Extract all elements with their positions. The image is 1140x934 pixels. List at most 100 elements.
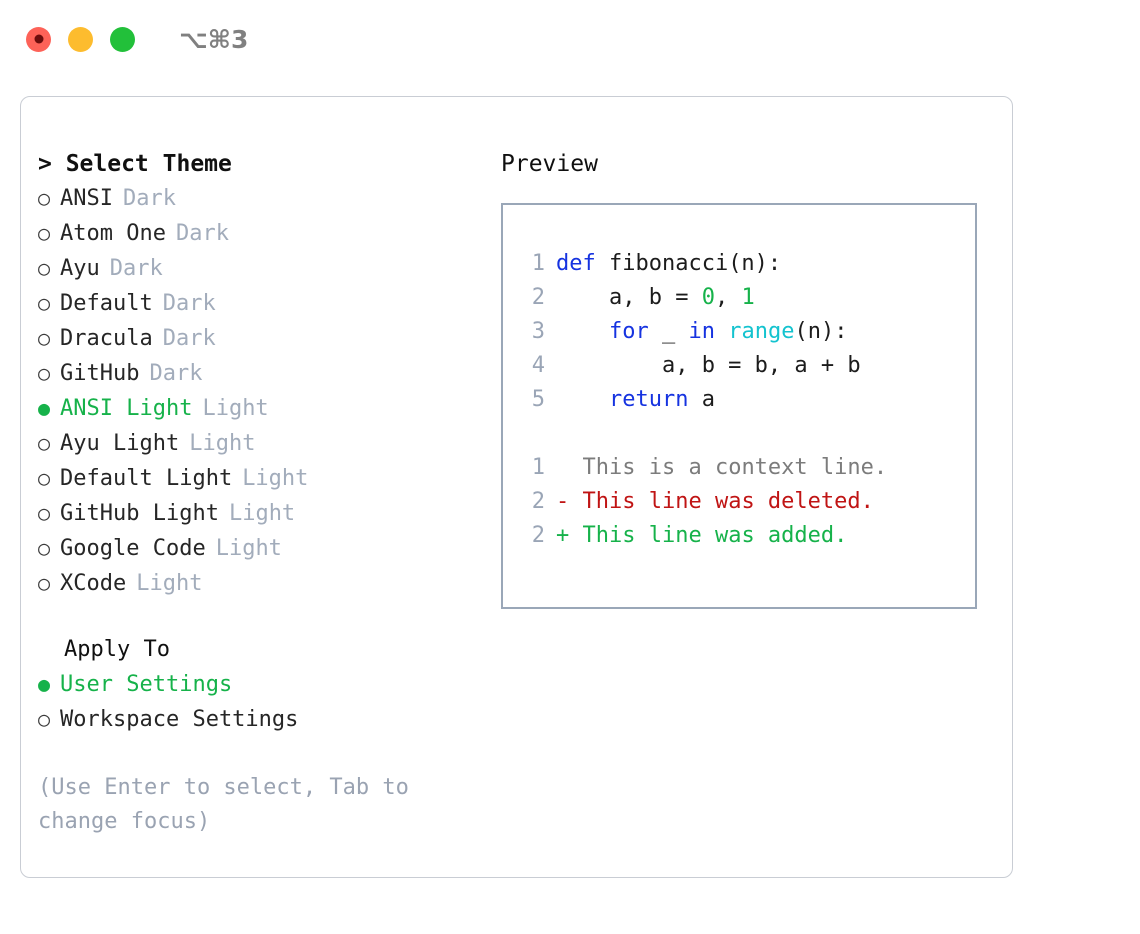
theme-selection-column: > Select Theme ○ ANSI Dark ○ Atom One Da… <box>38 147 478 839</box>
code-line: 5 return a <box>515 383 971 417</box>
code-token-keyword: def <box>556 251 609 276</box>
theme-option-atom-one-dark[interactable]: ○ Atom One Dark <box>38 216 478 251</box>
code-token-plain: (n): <box>794 319 848 344</box>
code-token-plain: a, b = b, a + b <box>556 353 861 378</box>
window-controls <box>26 26 135 52</box>
theme-option-suffix: Light <box>242 466 309 491</box>
code-line-content: for _ in range(n): <box>556 315 847 349</box>
radio-icon[interactable]: ○ <box>38 186 51 210</box>
radio-icon-selected[interactable]: ● <box>38 672 51 696</box>
code-sample: 1 def fibonacci(n): 2 a, b = 0, 1 3 for … <box>515 247 971 553</box>
diff-line-context: 1 This is a context line. <box>515 451 971 485</box>
line-number: 1 <box>531 251 545 276</box>
code-line: 2 a, b = 0, 1 <box>515 281 971 315</box>
maximize-window-button[interactable] <box>110 26 135 52</box>
code-line: 4 a, b = b, a + b <box>515 349 971 383</box>
diff-line-text: This line was deleted. <box>582 489 874 514</box>
theme-option-suffix: Light <box>136 571 203 596</box>
code-token-plain <box>556 319 609 344</box>
theme-option-ansi-light[interactable]: ● ANSI Light Light <box>38 391 478 426</box>
theme-option-suffix: Light <box>228 501 296 526</box>
theme-option-label: Default Light <box>60 466 233 491</box>
title-bar: ⌥⌘3 <box>0 0 1140 78</box>
theme-option-suffix: Dark <box>175 221 229 246</box>
code-token-number: 1 <box>741 285 755 310</box>
apply-to-option-label: User Settings <box>60 672 233 697</box>
theme-option-label: GitHub <box>60 361 140 386</box>
theme-option-dracula-dark[interactable]: ○ Dracula Dark <box>38 321 478 356</box>
code-line: 3 for _ in range(n): <box>515 315 971 349</box>
theme-option-google-code[interactable]: ○ Google Code Light <box>38 531 478 566</box>
close-window-button[interactable] <box>26 26 51 52</box>
hint-spacer <box>38 737 478 771</box>
code-token-function: range <box>728 319 795 344</box>
line-number: 2 <box>531 285 545 310</box>
line-number: 5 <box>531 387 545 412</box>
radio-icon[interactable]: ○ <box>38 221 51 245</box>
theme-option-ansi-dark[interactable]: ○ ANSI Dark <box>38 181 478 216</box>
theme-option-suffix: Light <box>215 536 282 561</box>
theme-option-label: ANSI Light <box>60 396 193 421</box>
theme-option-label: XCode <box>60 571 127 596</box>
theme-option-label: Google Code <box>60 536 206 561</box>
radio-icon[interactable]: ○ <box>38 536 51 560</box>
radio-icon-selected[interactable]: ● <box>38 396 51 420</box>
keyboard-shortcut-label: ⌥⌘3 <box>179 24 249 54</box>
theme-option-label: Ayu <box>60 256 100 281</box>
theme-option-label: Atom One <box>60 221 166 246</box>
code-token-plain: a, b = <box>556 285 702 310</box>
theme-option-suffix: Dark <box>122 186 176 211</box>
theme-option-suffix: Light <box>202 396 269 421</box>
apply-to-header: Apply To <box>64 637 170 662</box>
theme-option-label: Default <box>60 291 153 316</box>
theme-option-github-light[interactable]: ○ GitHub Light Light <box>38 496 478 531</box>
theme-option-suffix: Light <box>189 431 256 456</box>
theme-option-suffix: Dark <box>109 256 163 281</box>
radio-icon[interactable]: ○ <box>38 256 51 280</box>
theme-option-ayu-light[interactable]: ○ Ayu Light Light <box>38 426 478 461</box>
theme-option-label: Dracula <box>60 326 153 351</box>
code-token-keyword: return <box>608 387 689 412</box>
diff-spacer <box>515 417 971 451</box>
theme-option-github-dark[interactable]: ○ GitHub Dark <box>38 356 478 391</box>
apply-to-option-label: Workspace Settings <box>60 707 299 732</box>
radio-icon[interactable]: ○ <box>38 707 51 731</box>
code-token-keyword: in <box>688 319 715 344</box>
code-token-number: 0 <box>701 285 715 310</box>
radio-icon[interactable]: ○ <box>38 501 51 525</box>
apply-to-option-user-settings[interactable]: ● User Settings <box>38 667 478 702</box>
radio-icon[interactable]: ○ <box>38 361 51 385</box>
theme-option-xcode[interactable]: ○ XCode Light <box>38 566 478 601</box>
theme-option-label: ANSI <box>60 186 113 211</box>
diff-marker: + <box>556 523 583 548</box>
theme-option-default-dark[interactable]: ○ Default Dark <box>38 286 478 321</box>
line-number: 4 <box>531 353 545 378</box>
section-spacer <box>38 601 478 633</box>
radio-icon[interactable]: ○ <box>38 431 51 455</box>
code-token-plain: fibonacci(n): <box>608 251 782 276</box>
theme-option-suffix: Dark <box>149 361 203 386</box>
radio-icon[interactable]: ○ <box>38 466 51 490</box>
diff-line-added: 2 + This line was added. <box>515 519 971 553</box>
line-number: 3 <box>531 319 545 344</box>
code-token-plain: a <box>688 387 715 412</box>
code-token-plain: _ <box>648 319 689 344</box>
code-token-keyword: for <box>608 319 649 344</box>
radio-icon[interactable]: ○ <box>38 326 51 350</box>
preview-panel: 1 def fibonacci(n): 2 a, b = 0, 1 3 for … <box>501 203 977 609</box>
keyboard-hint-text: (Use Enter to select, Tab to change focu… <box>38 775 409 834</box>
theme-option-ayu-dark[interactable]: ○ Ayu Dark <box>38 251 478 286</box>
line-number: 1 <box>531 455 545 480</box>
code-line-content: return a <box>556 383 715 417</box>
radio-icon[interactable]: ○ <box>38 291 51 315</box>
diff-line-text: This line was added. <box>582 523 848 548</box>
theme-option-default-light[interactable]: ○ Default Light Light <box>38 461 478 496</box>
line-number: 2 <box>531 489 545 514</box>
theme-option-label: GitHub Light <box>60 501 219 526</box>
apply-to-option-workspace-settings[interactable]: ○ Workspace Settings <box>38 702 478 737</box>
radio-icon[interactable]: ○ <box>38 571 51 595</box>
minimize-window-button[interactable] <box>68 26 93 52</box>
code-line: 1 def fibonacci(n): <box>515 247 971 281</box>
code-token-plain <box>715 319 728 344</box>
